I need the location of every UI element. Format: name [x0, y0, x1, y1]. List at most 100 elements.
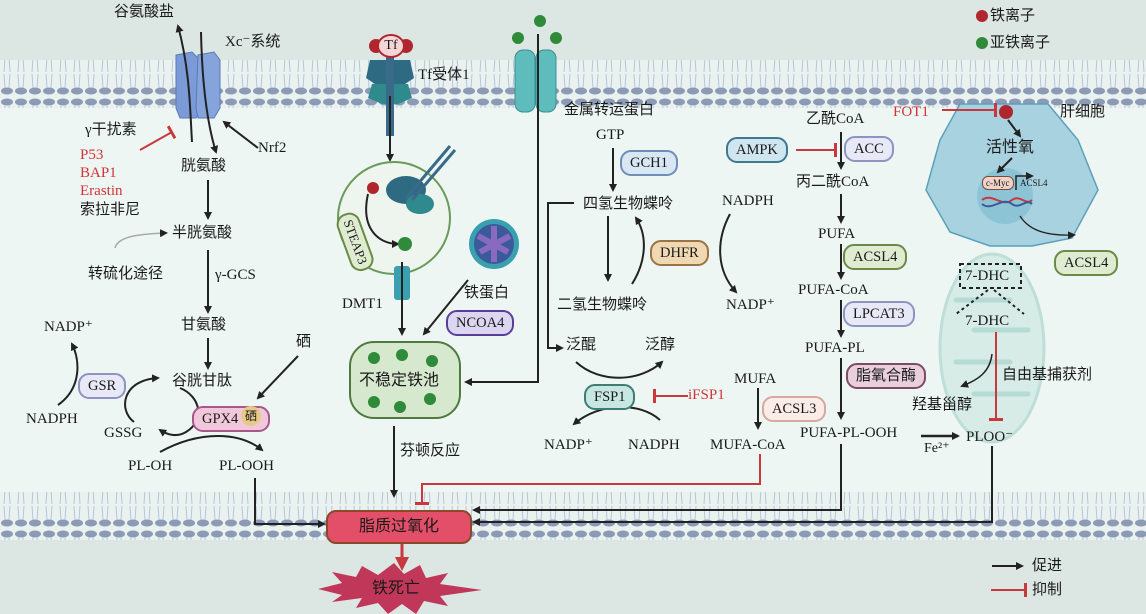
cysteine-label: 半胱氨酸	[172, 225, 233, 241]
ferrous-ion-cluster	[368, 349, 438, 413]
plooh-to-peroxidation-arrow	[254, 478, 326, 528]
pufa-pl-label: PUFA-PL	[805, 340, 865, 356]
fenton-label: 芬顿反应	[400, 443, 461, 459]
fsp1-enzyme: FSP1	[584, 384, 636, 410]
ferrous-ion-icon	[534, 15, 546, 27]
glutamate-export-arrow	[175, 24, 193, 143]
gsr-enzyme: GSR	[78, 373, 127, 399]
dhfr-enzyme: DHFR	[650, 240, 709, 266]
ros-label: 活性氧	[986, 139, 1035, 156]
radical-scavenger-label: 自由基捕获剂	[1002, 367, 1093, 383]
gsh-to-gssg-arrow	[158, 387, 200, 437]
ubiquinone-reduction-arrow	[575, 360, 664, 379]
cmyc-protein: c-Myc	[982, 176, 1014, 190]
legend-ferrous-icon	[976, 37, 988, 49]
xc-system-label: Xc⁻系统	[225, 34, 281, 50]
ferrous-ion-icon	[398, 237, 412, 251]
acc-enzyme: ACC	[844, 136, 894, 162]
pufa-label: PUFA	[818, 226, 856, 242]
legend-ferrous-label: 亚铁离子	[990, 35, 1051, 51]
glutamate-label: 谷氨酸盐	[114, 4, 175, 20]
ifn-gamma-label: γ干扰素	[85, 122, 137, 138]
dna-icon	[981, 200, 1033, 208]
cystine-import-arrow	[200, 31, 219, 154]
ferrous-ion-icon	[512, 32, 524, 44]
lipoxygenase-enzyme: 脂氧合酶	[846, 363, 927, 389]
legend-inhibit-label: 抑制	[1032, 582, 1063, 598]
labile-iron-pool-label: 不稳定铁池	[359, 372, 440, 389]
gch1-enzyme: GCH1	[620, 150, 678, 176]
dhc-box	[959, 263, 1022, 289]
ferrous-ion-icon	[550, 32, 562, 44]
oxysterol-label: 羟基甾醇	[912, 397, 973, 413]
ncoa4-protein: NCOA4	[446, 310, 515, 336]
acsl4-export-arrow	[1019, 215, 1076, 240]
fsp1-nadp-label: NADP⁺	[544, 437, 593, 453]
pufaplooh-peroxidation-arrow	[472, 444, 842, 514]
legend-promote-label: 促进	[1032, 558, 1063, 574]
legend-ferric-label: 铁离子	[990, 8, 1036, 24]
legend-ferric-icon	[976, 10, 988, 22]
ubiquinol-label: 泛醇	[645, 337, 676, 353]
pl-ooh-label: PL-OOH	[219, 458, 274, 474]
dhfr-nadph-arrow	[719, 213, 738, 294]
fsp1-nadph-label: NADPH	[628, 437, 680, 453]
sorafenib-label: 索拉非尼	[80, 202, 141, 218]
ampk-kinase: AMPK	[726, 137, 788, 163]
reduction-arrow	[365, 193, 400, 248]
malonyl-coa-label: 丙二酰CoA	[796, 174, 870, 190]
fe2-label: Fe²⁺	[924, 441, 950, 456]
pufa-coa-label: PUFA-CoA	[798, 282, 869, 298]
transsulfuration-arrow	[114, 229, 168, 249]
acsl3-enzyme: ACSL3	[762, 396, 827, 422]
lipid-peroxidation-node: 脂质过氧化	[326, 510, 472, 544]
p53-label: P53	[80, 147, 104, 163]
ferroptosis-burst-icon	[318, 563, 482, 614]
ferric-ion-icon	[999, 105, 1013, 119]
hepatocyte-label: 肝细胞	[1060, 104, 1106, 120]
gtp-label: GTP	[596, 127, 625, 143]
dhc-box-label: 7-DHC	[965, 268, 1010, 284]
acsl4-gene-label: ACSL4	[1020, 178, 1048, 188]
tf-icon	[377, 34, 405, 58]
glycine-label: 甘氨酸	[181, 317, 227, 333]
bap1-label: BAP1	[80, 165, 117, 181]
dhc-label: 7-DHC	[965, 313, 1010, 329]
bh2-bh4-arrow	[631, 216, 645, 285]
gssg-label: GSSG	[104, 425, 143, 441]
iron-ros-arrow	[1007, 119, 1022, 138]
selenium-arrow	[256, 355, 299, 400]
transsulfuration-label: 转硫化途径	[88, 266, 164, 282]
acsl4-enzyme: ACSL4	[843, 244, 908, 270]
tf-receptor-icon	[366, 50, 414, 136]
mufa-inhibit-line	[415, 454, 761, 505]
ploo-label: PLOO⁻	[966, 429, 1014, 445]
metal-transporter-label: 金属转运蛋白	[564, 102, 655, 118]
acetyl-coa-label: 乙酰CoA	[806, 111, 865, 127]
lower-space	[0, 540, 1146, 614]
ferroptosis-label: 铁死亡	[372, 580, 421, 597]
lpcat3-enzyme: LPCAT3	[843, 301, 915, 327]
gpx4-selenium-cofactor: 硒	[241, 406, 261, 426]
transcription-arrow	[1015, 172, 1034, 190]
gamma-gcs-label: γ-GCS	[215, 267, 256, 283]
ubiquinone-label: 泛醌	[566, 337, 597, 353]
glutathione-label: 谷胱甘肽	[172, 373, 233, 389]
ferric-ion-icon	[367, 182, 379, 194]
extracellular-space	[0, 0, 1146, 60]
gsr-nadp-label: NADP⁺	[44, 319, 93, 335]
plooh-to-ploh-arrow	[159, 435, 264, 453]
fot1-label: FOT1	[893, 104, 929, 120]
dhfr-nadph-label: NADPH	[722, 193, 774, 209]
ploo-peroxidation-arrow	[472, 446, 993, 526]
gssg-to-gsh-arrow	[124, 374, 160, 423]
ifsp1-label: iFSP1	[688, 387, 725, 403]
nadph-to-nadp-arrow	[57, 342, 79, 406]
ferritinophagy-arrow	[422, 279, 469, 336]
bh2-label: 二氢生物蝶呤	[557, 297, 648, 313]
acsl4-hepatocyte-enzyme: ACSL4	[1054, 250, 1119, 276]
erastin-label: Erastin	[80, 183, 123, 199]
ferritin-label: 铁蛋白	[464, 285, 510, 301]
